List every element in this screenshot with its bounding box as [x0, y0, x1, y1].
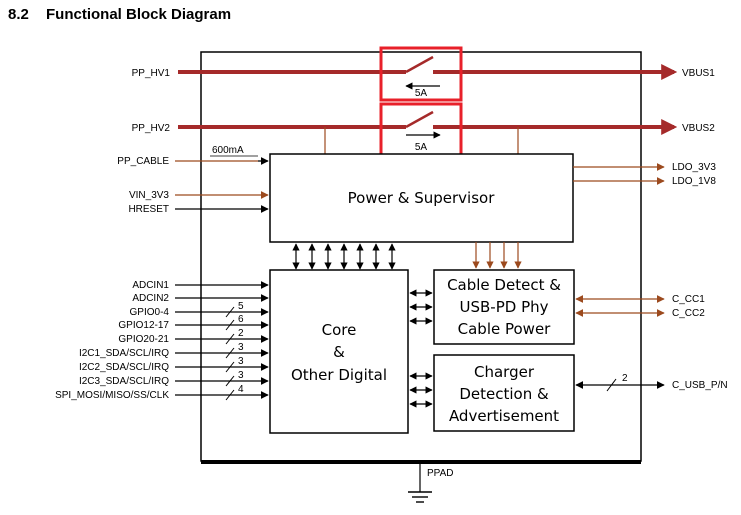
label-pp-cable: PP_CABLE — [117, 156, 169, 167]
bus-slash-gpio12-17 — [225, 319, 235, 331]
bus-slash-gpio20-21 — [225, 333, 235, 345]
bus-count-gpio20-21: 2 — [238, 328, 244, 339]
core-block: Core & Other Digital — [269, 269, 409, 434]
label-gpio20-21: GPIO20-21 — [118, 334, 169, 345]
label-pp-hv2: PP_HV2 — [132, 123, 171, 134]
core-peripheral-bus — [409, 289, 433, 408]
rail-pp-hv1: 5A PP_HV1 VBUS1 — [132, 46, 715, 102]
bus-slash-i2c2-sda-scl-irq — [225, 361, 235, 373]
supervisor-core-bus — [292, 243, 396, 270]
charger-label-1: Charger — [474, 363, 535, 381]
switch-hv1: 5A — [405, 55, 440, 99]
label-ppad: PPAD — [427, 468, 454, 479]
label-ldo-3v3: LDO_3V3 — [672, 162, 716, 173]
core-label-3: Other Digital — [291, 366, 387, 384]
pp-cable-current: 600mA — [212, 145, 244, 156]
label-c-cc2: C_CC2 — [672, 308, 705, 319]
rail-taps — [324, 127, 519, 154]
label-adcin1: ADCIN1 — [132, 280, 169, 291]
label-ldo-1v8: LDO_1V8 — [672, 176, 716, 187]
core-label-2: & — [333, 343, 345, 361]
cable-detect-label-3: Cable Power — [458, 320, 552, 338]
chip-outline — [200, 51, 642, 464]
label-c-cc1: C_CC1 — [672, 294, 705, 305]
label-vbus1: VBUS1 — [682, 68, 715, 79]
supervisor-cable-power — [472, 242, 522, 269]
power-inputs: PP_CABLE 600mA VIN_3V3 HRESET — [117, 145, 269, 215]
bus-slash-i2c3-sda-scl-irq — [225, 375, 235, 387]
rail-pp-hv2: 5A PP_HV2 VBUS2 — [132, 102, 715, 158]
switch-hv2: 5A — [405, 110, 441, 153]
usb-pn-count: 2 — [622, 373, 628, 384]
bus-count-i2c1-sda-scl-irq: 3 — [238, 342, 244, 353]
label-spi-mosi-miso-ss-clk: SPI_MOSI/MISO/SS/CLK — [55, 390, 169, 401]
switch-hv1-highlight — [379, 46, 463, 102]
label-vin-3v3: VIN_3V3 — [129, 190, 169, 201]
charger-label-2: Detection & — [459, 385, 549, 403]
charger-block: Charger Detection & Advertisement — [433, 354, 575, 432]
label-vbus2: VBUS2 — [682, 123, 715, 134]
usb-pn: 2 C_USB_P/N — [575, 373, 728, 392]
cc-pins: C_CC1 C_CC2 — [575, 294, 705, 319]
label-i2c3-sda-scl-irq: I2C3_SDA/SCL/IRQ — [79, 376, 169, 387]
label-i2c1-sda-scl-irq: I2C1_SDA/SCL/IRQ — [79, 348, 169, 359]
cable-detect-label-2: USB-PD Phy — [460, 298, 549, 316]
bus-slash-spi-mosi-miso-ss-clk — [225, 389, 235, 401]
label-pp-hv1: PP_HV1 — [132, 68, 171, 79]
ground: PPAD — [408, 462, 454, 503]
diagram-title: Functional Block Diagram — [46, 6, 231, 23]
label-adcin2: ADCIN2 — [132, 293, 169, 304]
switch-hv2-rating: 5A — [415, 142, 428, 153]
power-supervisor-label: Power & Supervisor — [348, 189, 496, 207]
bus-count-gpio0-4: 5 — [238, 301, 244, 312]
label-c-usb-pn: C_USB_P/N — [672, 380, 728, 391]
cable-detect-label-1: Cable Detect & — [447, 276, 561, 294]
label-i2c2-sda-scl-irq: I2C2_SDA/SCL/IRQ — [79, 362, 169, 373]
switch-hv1-rating: 5A — [415, 88, 428, 99]
charger-label-3: Advertisement — [449, 407, 559, 425]
cable-detect-block: Cable Detect & USB-PD Phy Cable Power — [433, 269, 575, 345]
label-gpio0-4: GPIO0-4 — [130, 307, 170, 318]
bus-count-gpio12-17: 6 — [238, 314, 244, 325]
core-label-1: Core — [322, 321, 357, 339]
ldo-outputs: LDO_3V3 LDO_1V8 — [573, 162, 716, 187]
power-supervisor-block: Power & Supervisor — [269, 153, 574, 243]
bus-count-spi-mosi-miso-ss-clk: 4 — [238, 384, 244, 395]
label-hreset: HRESET — [128, 204, 169, 215]
bus-slash-gpio0-4 — [225, 306, 235, 318]
bus-count-i2c3-sda-scl-irq: 3 — [238, 370, 244, 381]
bus-count-i2c2-sda-scl-irq: 3 — [238, 356, 244, 367]
label-gpio12-17: GPIO12-17 — [118, 320, 169, 331]
bus-slash-i2c1-sda-scl-irq — [225, 347, 235, 359]
section-number: 8.2 — [8, 6, 29, 23]
